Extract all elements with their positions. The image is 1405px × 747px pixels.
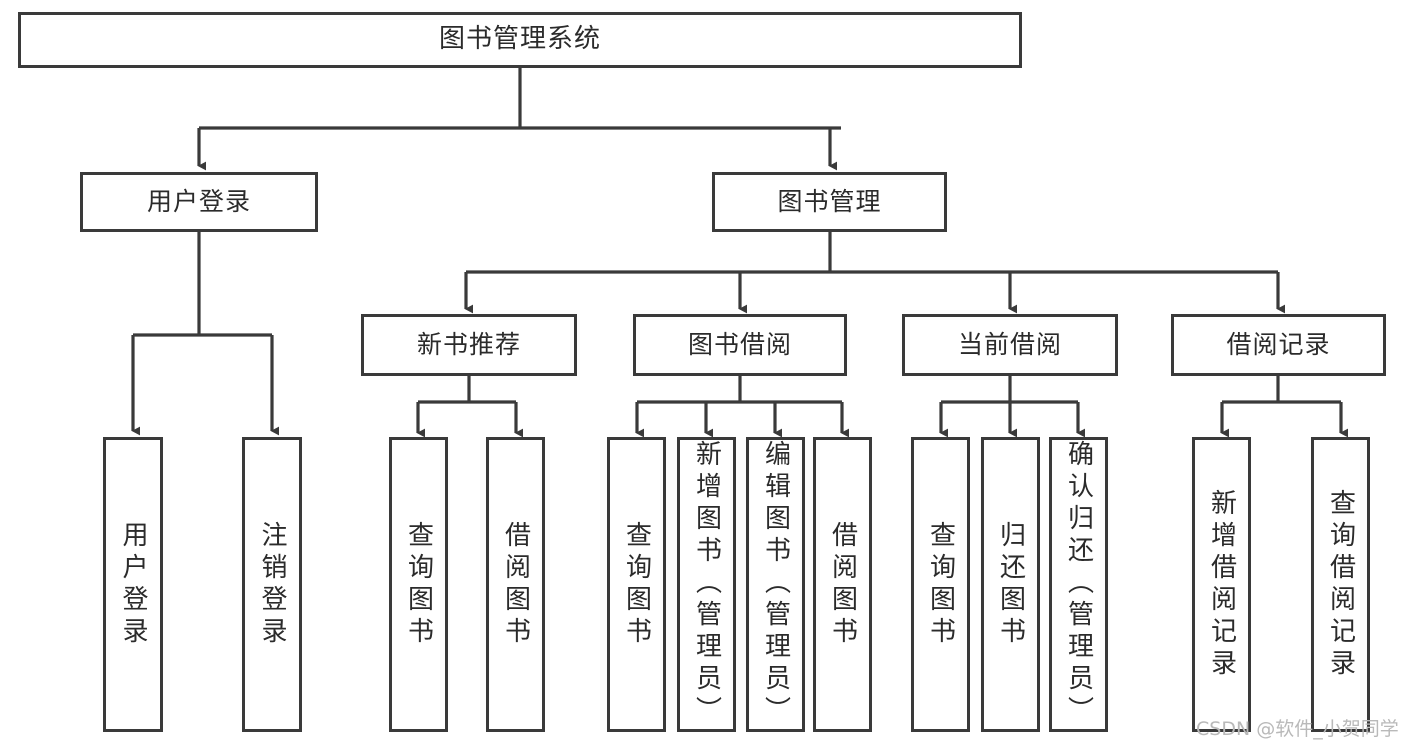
node-label: 图书借阅 [687,329,792,359]
node-label: 编辑图书（管理员） [760,440,791,728]
node-leaf-borrow-book-2[interactable]: 借阅图书 [813,437,872,732]
node-label: 查询图书 [925,520,956,649]
node-leaf-logout[interactable]: 注销登录 [242,437,302,732]
node-leaf-confirm-return[interactable]: 确认归还（管理员） [1049,437,1108,732]
node-leaf-borrow-book-1[interactable]: 借阅图书 [486,437,545,732]
node-label: 当前借阅 [957,329,1062,359]
node-label: 借阅图书 [500,520,531,649]
node-label: 查询图书 [403,520,434,649]
node-leaf-return-book[interactable]: 归还图书 [981,437,1040,732]
node-leaf-add-book[interactable]: 新增图书（管理员） [677,437,736,732]
node-root-book-management-system[interactable]: 图书管理系统 [18,12,1022,68]
node-leaf-user-login[interactable]: 用户登录 [103,437,163,732]
node-borrow-record[interactable]: 借阅记录 [1171,314,1386,376]
node-leaf-query-borrow-record[interactable]: 查询借阅记录 [1311,437,1370,732]
node-leaf-query-book-1[interactable]: 查询图书 [389,437,448,732]
node-label: 注销登录 [257,520,287,649]
node-leaf-query-book-3[interactable]: 查询图书 [911,437,970,732]
node-label: 查询图书 [621,520,652,649]
node-label: 新增图书（管理员） [691,440,722,728]
node-label: 确认归还（管理员） [1063,440,1094,728]
watermark: CSDN @软件_小贺同学 [1196,718,1399,740]
node-book-management[interactable]: 图书管理 [712,172,947,232]
node-leaf-query-book-2[interactable]: 查询图书 [607,437,666,732]
node-label: 用户登录 [146,186,251,216]
node-label: 新书推荐 [416,329,521,359]
node-leaf-add-borrow-record[interactable]: 新增借阅记录 [1192,437,1251,732]
node-label: 用户登录 [118,520,148,649]
node-label: 归还图书 [995,520,1026,649]
node-label: 图书管理系统 [438,24,601,55]
node-leaf-edit-book[interactable]: 编辑图书（管理员） [746,437,805,732]
node-label: 借阅记录 [1226,329,1331,359]
node-label: 新增借阅记录 [1206,488,1237,681]
node-book-borrow[interactable]: 图书借阅 [633,314,847,376]
node-label: 查询借阅记录 [1325,488,1356,681]
node-user-login[interactable]: 用户登录 [80,172,318,232]
node-label: 图书管理 [777,186,882,216]
node-label: 借阅图书 [827,520,858,649]
node-new-book-recommend[interactable]: 新书推荐 [361,314,577,376]
node-current-borrow[interactable]: 当前借阅 [902,314,1118,376]
